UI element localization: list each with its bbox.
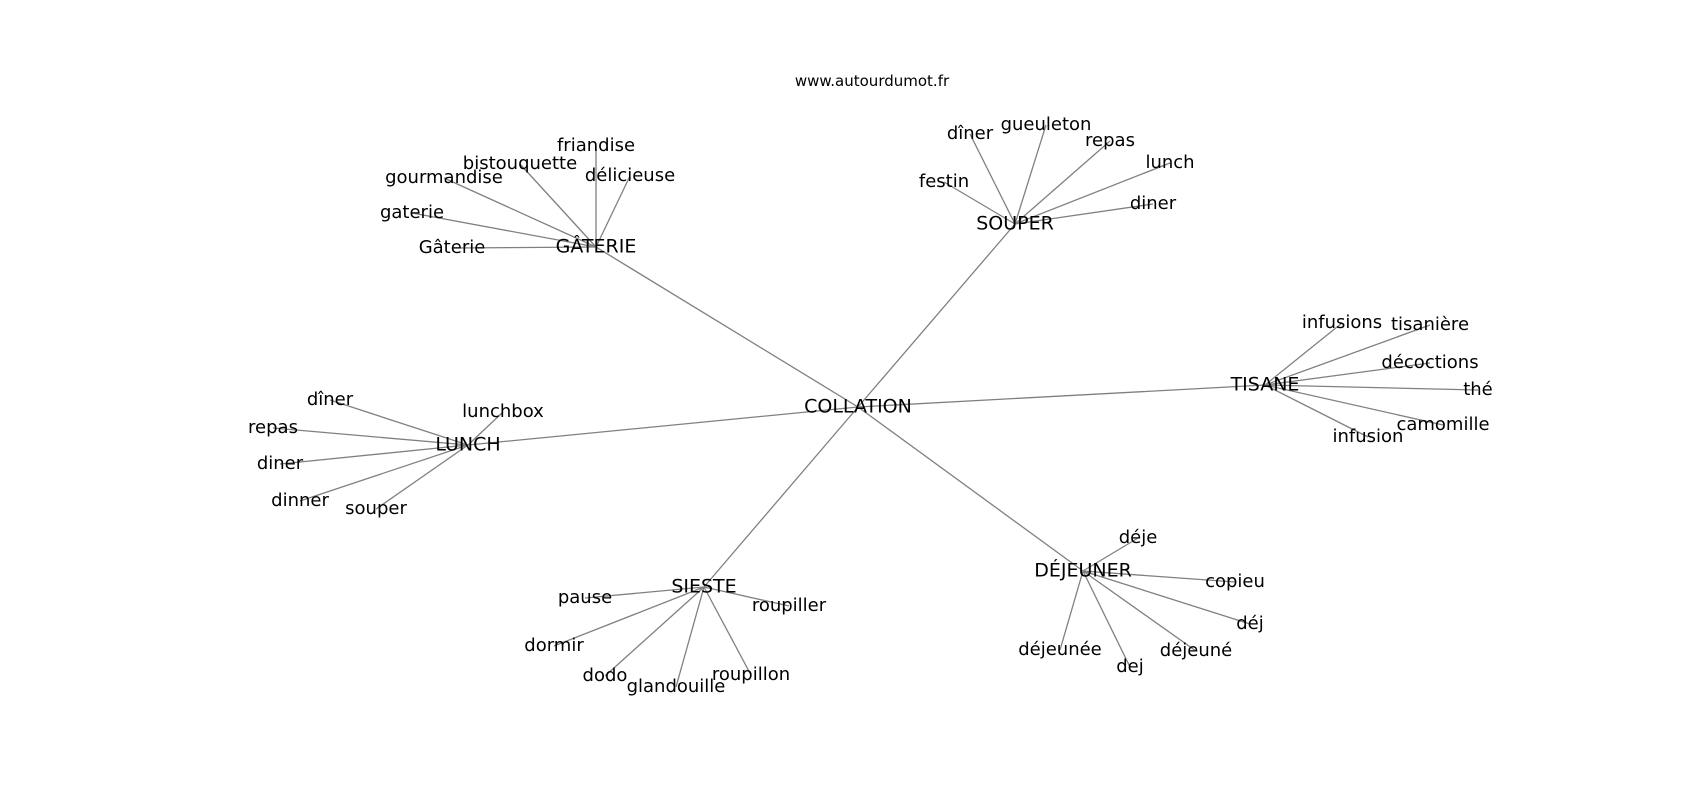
- leaf-node-label: roupiller: [752, 595, 827, 616]
- leaf-node-label: souper: [345, 498, 407, 519]
- edge-hub-0-leaf-3: [443, 177, 597, 248]
- edge-hub-2-leaf-0: [1264, 322, 1343, 386]
- edge-hub-0-leaf-5: [451, 246, 597, 249]
- hub-node-label: SIESTE: [671, 576, 736, 598]
- edge-hub-4-leaf-1: [703, 586, 790, 607]
- edge-hub-2-leaf-2: [1264, 362, 1431, 386]
- leaf-node-label: repas: [248, 417, 298, 438]
- leaf-node-label: diner: [257, 453, 304, 474]
- leaf-node-label: déjeuné: [1160, 640, 1232, 661]
- edge-hub-3-leaf-1: [467, 411, 504, 446]
- edge-center-to-4: [703, 406, 859, 588]
- edge-hub-4-leaf-0: [584, 586, 705, 599]
- leaf-node-label: lunchbox: [462, 401, 544, 422]
- edge-center-to-2: [857, 384, 1266, 408]
- leaf-node-label: dinner: [271, 490, 329, 511]
- leaf-node-label: dîner: [307, 389, 354, 410]
- edge-hub-1-leaf-1: [1014, 124, 1047, 225]
- edge-hub-5-leaf-1: [1082, 570, 1236, 583]
- leaf-node-label: diner: [1130, 193, 1177, 214]
- leaf-node-label: délicieuse: [585, 165, 675, 186]
- edge-hub-4-leaf-4: [675, 586, 705, 688]
- leaf-node-label: déjeunée: [1018, 639, 1102, 660]
- edge-hub-5-leaf-2: [1082, 570, 1251, 625]
- edge-hub-5-leaf-0: [1082, 537, 1139, 572]
- edge-hub-1-leaf-3: [1014, 162, 1171, 225]
- leaf-node-label: décoctions: [1381, 352, 1478, 373]
- edge-hub-1-leaf-2: [1014, 140, 1111, 225]
- leaf-node-label: dej: [1116, 656, 1144, 677]
- edge-hub-3-leaf-4: [299, 444, 469, 502]
- center-node-label: COLLATION: [804, 396, 912, 418]
- edge-hub-1-leaf-4: [943, 181, 1016, 225]
- source-watermark: www.autourdumot.fr: [794, 72, 950, 90]
- edge-hub-1-leaf-5: [1014, 203, 1154, 225]
- edge-hub-3-leaf-2: [272, 427, 469, 446]
- edge-center-to-5: [857, 406, 1084, 572]
- edge-hub-3-leaf-5: [375, 444, 469, 510]
- leaf-node-label: thé: [1463, 379, 1493, 400]
- leaf-node-label: pause: [558, 587, 612, 608]
- leaf-node-label: festin: [919, 171, 969, 192]
- edge-hub-4-leaf-2: [553, 586, 705, 647]
- edge-hub-2-leaf-5: [1264, 384, 1369, 438]
- leaf-node-label: dormir: [524, 635, 584, 656]
- edge-hub-0-leaf-2: [595, 175, 631, 248]
- leaf-node-label: roupillon: [712, 664, 790, 685]
- edge-hub-1-leaf-0: [969, 133, 1016, 225]
- leaf-node-label: déje: [1119, 527, 1158, 548]
- leaf-node-label: gourmandise: [385, 167, 503, 188]
- leaf-node-label: gueuleton: [1001, 114, 1092, 135]
- leaf-node-label: copieu: [1205, 571, 1265, 592]
- edge-hub-2-leaf-1: [1264, 324, 1431, 386]
- leaf-node-label: gaterie: [380, 202, 444, 223]
- leaf-node-label: repas: [1085, 130, 1135, 151]
- edge-center-to-1: [857, 223, 1016, 408]
- edge-hub-5-leaf-3: [1059, 570, 1084, 651]
- edge-center-to-0: [595, 246, 859, 408]
- leaf-node-label: camomille: [1396, 414, 1489, 435]
- hub-node-label: SOUPER: [976, 213, 1054, 235]
- edge-hub-5-leaf-5: [1082, 570, 1197, 652]
- edge-hub-4-leaf-5: [703, 586, 752, 676]
- leaf-node-label: tisanière: [1391, 314, 1469, 335]
- leaf-node-label: déj: [1236, 613, 1264, 634]
- leaf-node-label: bistouquette: [463, 153, 577, 174]
- edge-hub-2-leaf-3: [1264, 384, 1479, 391]
- edge-hub-2-leaf-4: [1264, 384, 1444, 426]
- edge-hub-3-leaf-0: [329, 399, 469, 446]
- leaf-node-label: infusion: [1333, 426, 1404, 447]
- leaf-node-label: infusions: [1302, 312, 1382, 333]
- leaf-node-label: friandise: [557, 135, 635, 156]
- hub-node-label: LUNCH: [435, 434, 500, 456]
- edges-layer: [272, 124, 1479, 688]
- leaf-node-label: dîner: [947, 123, 994, 144]
- edge-hub-3-leaf-3: [279, 444, 469, 465]
- leaf-node-label: Gâterie: [419, 237, 486, 258]
- leaf-node-label: lunch: [1145, 152, 1194, 173]
- edge-hub-5-leaf-4: [1082, 570, 1131, 668]
- leaf-node-label: glandouille: [627, 676, 726, 697]
- edge-center-to-3: [467, 406, 859, 446]
- hub-node-label: GÂTERIE: [556, 235, 637, 258]
- leaf-node-label: dodo: [583, 665, 628, 686]
- edge-hub-4-leaf-3: [604, 586, 705, 677]
- edge-hub-0-leaf-1: [519, 163, 597, 248]
- hub-node-label: DÉJEUNER: [1034, 559, 1132, 582]
- hub-node-label: TISANE: [1230, 374, 1300, 396]
- edge-hub-0-leaf-4: [411, 212, 597, 248]
